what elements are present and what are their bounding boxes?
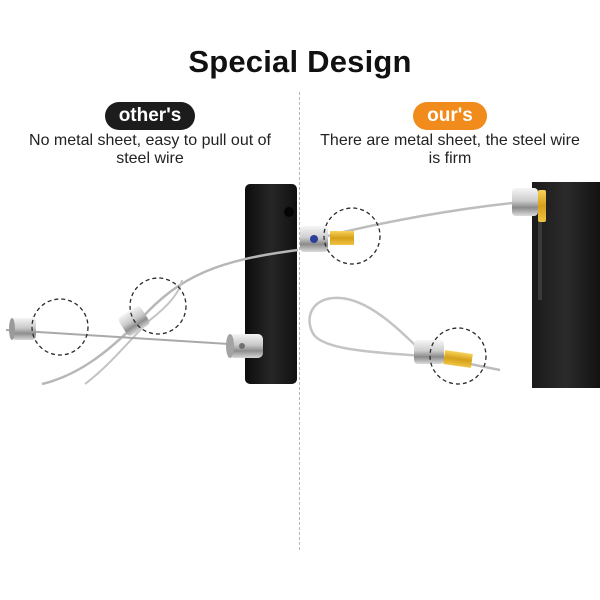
- wire-grip-right: [226, 334, 263, 358]
- highlight-circle: [429, 327, 487, 385]
- ours-product-photo: [300, 180, 600, 390]
- page-title: Special Design: [188, 44, 412, 79]
- wire-grip-with-sheet: [300, 226, 354, 252]
- others-badge: other's: [104, 102, 196, 130]
- highlight-circle: [129, 277, 187, 335]
- highlight-circle: [31, 298, 89, 356]
- others-description: No metal sheet, easy to pull out of stee…: [29, 132, 271, 167]
- others-product-photo: [0, 180, 300, 390]
- ours-column: our's There are metal sheet, the steel w…: [300, 102, 600, 168]
- others-column: other's No metal sheet, easy to pull out…: [0, 102, 300, 168]
- wire-grip-lower: [414, 340, 473, 368]
- wire-hook-with-metal-sheet-photo-icon: [300, 182, 600, 388]
- center-divider: [299, 92, 300, 550]
- ours-description: There are metal sheet, the steel wire is…: [320, 132, 580, 167]
- wire-hook-without-metal-sheet-photo-icon: [5, 184, 299, 386]
- wire-grip-at-panel: [512, 188, 546, 222]
- highlight-circle: [323, 207, 381, 265]
- ours-badge: our's: [413, 102, 487, 130]
- panel-hole: [284, 207, 294, 217]
- wire-grip-left: [9, 318, 36, 340]
